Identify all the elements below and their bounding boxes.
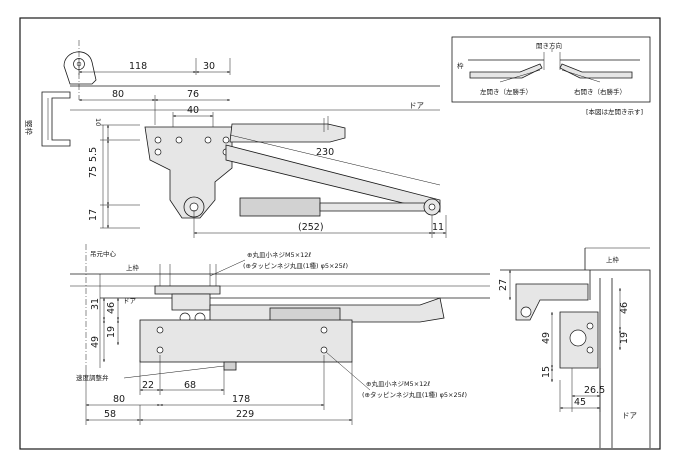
dim-118: 118 bbox=[129, 61, 147, 72]
arm-hub bbox=[171, 293, 211, 311]
dim-80-top: 80 bbox=[112, 89, 124, 100]
speed-valve bbox=[223, 361, 237, 371]
inset-left-open: 左開き（左勝手） bbox=[480, 87, 532, 96]
inset-right-open: 右開き（右勝手） bbox=[574, 87, 626, 96]
closer-body bbox=[239, 197, 321, 217]
dim-229: 229 bbox=[236, 409, 254, 420]
dim-75: 75 bbox=[88, 166, 99, 178]
dim-19-side: 19 bbox=[619, 332, 630, 344]
handing-inset: 開き方向 枠 左開き（左勝手） 右開き（右勝手） [本図は左開き示す] bbox=[451, 36, 651, 116]
label-door-top: ドア bbox=[409, 101, 424, 110]
dim-46-side: 46 bbox=[619, 302, 630, 314]
dim-76: 76 bbox=[187, 89, 199, 100]
dim-49-front: 49 bbox=[90, 336, 101, 348]
frame-profile bbox=[41, 91, 71, 147]
label-speed-valve: 速度調整弁 bbox=[76, 373, 109, 382]
dim-26-5: 26.5 bbox=[584, 385, 605, 396]
dim-15: 15 bbox=[541, 366, 552, 378]
label-hanging-center: 吊元中心 bbox=[90, 249, 117, 258]
label-frame-vertical: 竪枠 bbox=[24, 120, 34, 135]
dim-5-5: 5.5 bbox=[88, 147, 99, 162]
screw-note-bottom-1: ⊕丸皿小ネジM5×12ℓ bbox=[366, 379, 430, 388]
dim-178: 178 bbox=[232, 394, 250, 405]
dim-58: 58 bbox=[104, 409, 116, 420]
dim-80-front: 80 bbox=[113, 394, 125, 405]
screw-note-top-1: ⊕丸皿小ネジM5×12ℓ bbox=[247, 250, 311, 259]
forearm-rod bbox=[319, 202, 431, 212]
dim-11: 11 bbox=[432, 222, 444, 233]
dim-46-front: 46 bbox=[106, 302, 117, 314]
dim-49-side: 49 bbox=[541, 332, 552, 344]
dim-30: 30 bbox=[203, 61, 215, 72]
inset-opening-direction: 開き方向 bbox=[536, 41, 562, 50]
dim-45: 45 bbox=[574, 397, 586, 408]
label-upper-frame-side: 上枠 bbox=[606, 255, 620, 264]
inset-frame: 枠 bbox=[457, 61, 464, 70]
side-view: 上枠 27 46 19 49 15 26.5 45 ドア bbox=[498, 247, 651, 448]
screw-note-bottom-2: (⊕タッピンネジ丸皿(1種) φ5×25ℓ) bbox=[362, 390, 467, 399]
dim-17: 17 bbox=[88, 209, 99, 221]
arm-shoe bbox=[229, 123, 346, 143]
dim-19-front: 19 bbox=[106, 326, 117, 338]
top-bracket bbox=[154, 285, 221, 295]
dim-27: 27 bbox=[498, 279, 509, 291]
inset-note: [本図は左開き示す] bbox=[586, 107, 643, 116]
front-view: 吊元中心 上枠 ⊕丸皿小ネジM5×12ℓ (⊕タッピンネジ丸皿(1種) φ5×2… bbox=[70, 244, 490, 425]
dim-10: 10 bbox=[94, 118, 102, 126]
main-arm bbox=[225, 144, 441, 213]
front-closer-body bbox=[139, 319, 353, 363]
dim-31: 31 bbox=[90, 298, 101, 310]
dim-230: 230 bbox=[316, 147, 334, 158]
dim-252: (252) bbox=[298, 222, 324, 233]
label-door-front: ドア bbox=[123, 297, 137, 305]
pivot-bracket bbox=[63, 40, 97, 100]
side-bracket bbox=[515, 283, 589, 321]
dim-68: 68 bbox=[184, 380, 196, 391]
top-view: 118 30 80 76 40 10 5.5 75 17 bbox=[24, 40, 447, 238]
dim-22: 22 bbox=[142, 380, 154, 391]
sheet-border bbox=[19, 17, 661, 450]
label-door-side: ドア bbox=[622, 411, 637, 420]
label-upper-frame-front: 上枠 bbox=[126, 263, 140, 272]
screw-note-top-2: (⊕タッピンネジ丸皿(1種) φ5×25ℓ) bbox=[243, 261, 348, 270]
dim-40: 40 bbox=[187, 105, 199, 116]
